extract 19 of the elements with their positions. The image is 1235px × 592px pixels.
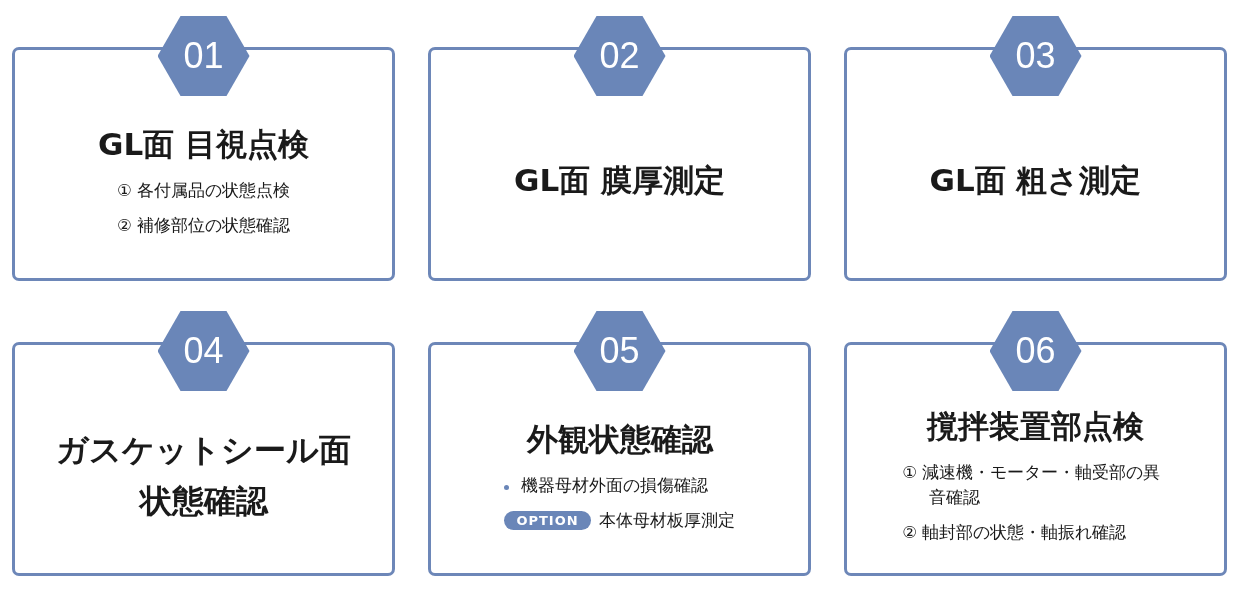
check-item: 本体母材板厚測定 xyxy=(598,509,735,532)
step-title: GL面 膜厚測定 xyxy=(514,161,725,201)
step-number-badge: 04 xyxy=(157,311,250,391)
step-title: GL面 目視点検 xyxy=(98,124,309,164)
check-item: ② 軸封部の状態・軸振れ確認 xyxy=(902,521,1127,544)
check-item: ① 各付属品の状態点検 xyxy=(116,179,290,202)
option-badge: OPTION xyxy=(504,511,591,531)
step-number-badge: 03 xyxy=(989,16,1082,96)
check-item: 機器母材外面の損傷確認 xyxy=(504,473,708,499)
step-number-badge: 06 xyxy=(989,311,1082,391)
check-item: ① 減速機・モーター・軸受部の異音確認 xyxy=(902,462,1162,510)
step-title: GL面 粗さ測定 xyxy=(929,161,1142,201)
step-number-badge: 01 xyxy=(157,16,250,96)
step-title: 撹拌装置部点検 xyxy=(927,407,1144,447)
step-number-badge: 05 xyxy=(573,311,666,391)
step-title: 外観状態確認 xyxy=(526,419,713,459)
check-item: ② 補修部位の状態確認 xyxy=(116,214,290,237)
step-title: ガスケットシール面状態確認 xyxy=(55,431,352,521)
step-number-badge: 02 xyxy=(573,16,666,96)
